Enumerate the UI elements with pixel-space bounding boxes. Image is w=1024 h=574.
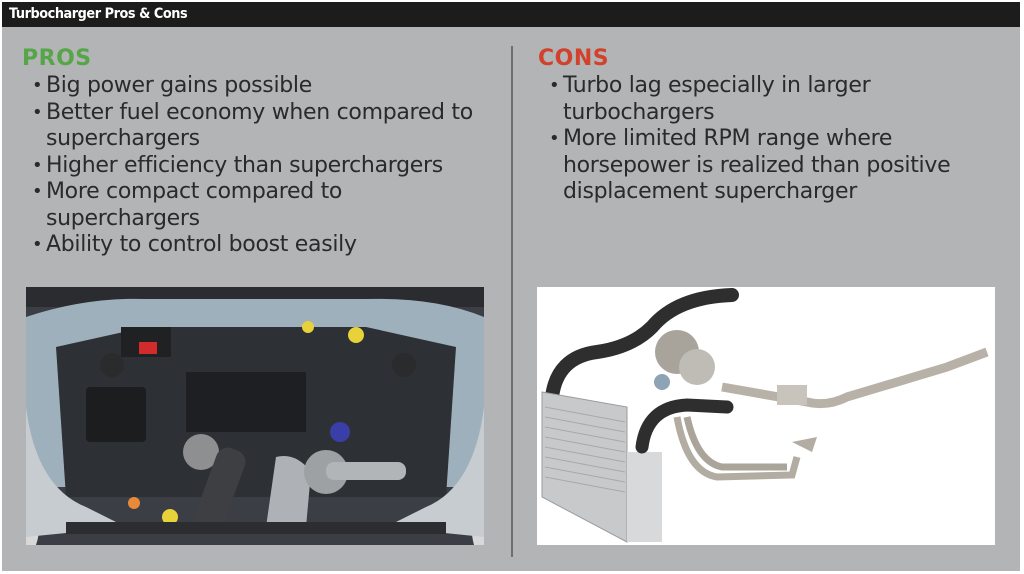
pros-item: More compact compared to superchargers: [32, 179, 482, 232]
pros-item: Big power gains possible: [32, 73, 482, 100]
pros-heading: PROS: [22, 46, 92, 71]
slide-title: Turbocharger Pros & Cons: [9, 6, 188, 22]
cons-heading: CONS: [538, 46, 610, 71]
column-divider: [511, 46, 513, 557]
cons-item: Turbo lag especially in larger turbochar…: [549, 73, 989, 126]
turbo-kit-photo: [537, 287, 995, 545]
engine-bay-photo: [26, 287, 484, 545]
cons-item: More limited RPM range where horsepower …: [549, 126, 989, 206]
pros-item: Higher efficiency than superchargers: [32, 153, 482, 180]
pros-list: Big power gains possible Better fuel eco…: [32, 73, 482, 259]
pros-item: Better fuel economy when compared to sup…: [32, 100, 482, 153]
title-bar: Turbocharger Pros & Cons: [2, 2, 1020, 27]
pros-item: Ability to control boost easily: [32, 232, 482, 259]
cons-list: Turbo lag especially in larger turbochar…: [549, 73, 989, 206]
